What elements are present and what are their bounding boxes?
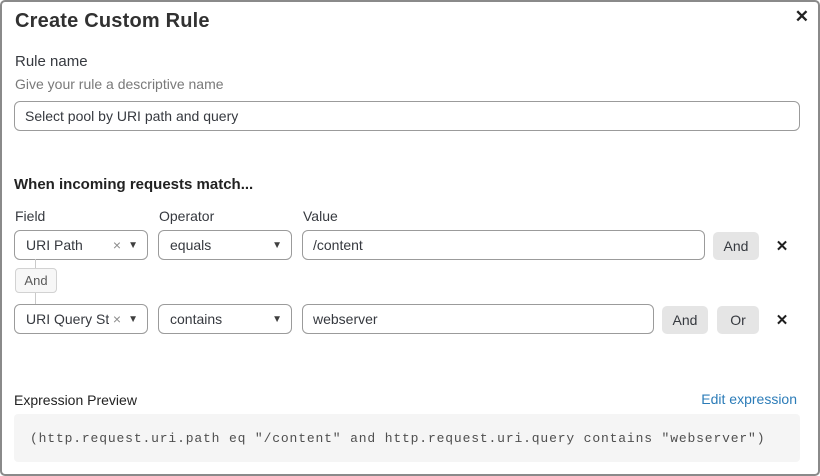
and-connector-chip[interactable]: And — [15, 268, 57, 293]
edit-expression-link[interactable]: Edit expression — [701, 391, 797, 407]
field-select-row2[interactable]: URI Query St... × ▼ — [14, 304, 148, 334]
delete-row1-icon[interactable]: ✕ — [775, 238, 789, 255]
operator-select-row1-value: equals — [170, 237, 212, 253]
chevron-down-icon: ▼ — [272, 239, 282, 251]
chevron-down-icon: ▼ — [272, 313, 282, 325]
chevron-down-icon: ▼ — [128, 239, 138, 251]
chevron-down-icon: ▼ — [128, 313, 138, 325]
dialog-title: Create Custom Rule — [15, 10, 210, 32]
close-icon[interactable]: ✕ — [794, 7, 809, 26]
operator-select-row2[interactable]: contains ▼ — [158, 304, 292, 334]
expression-preview-label: Expression Preview — [14, 392, 137, 408]
field-select-row1[interactable]: URI Path × ▼ — [14, 230, 148, 260]
rule-name-label: Rule name — [15, 53, 88, 70]
expression-code-block: (http.request.uri.path eq "/content" and… — [14, 414, 800, 462]
value-input-row2[interactable] — [302, 304, 654, 334]
field-select-row2-value: URI Query St... — [26, 311, 109, 327]
expression-code: (http.request.uri.path eq "/content" and… — [30, 430, 766, 446]
clear-selection-icon[interactable]: × — [112, 311, 122, 327]
value-column-label: Value — [303, 208, 338, 224]
clear-selection-icon[interactable]: × — [112, 237, 122, 253]
add-and-condition-button-row1[interactable]: And — [713, 232, 759, 260]
field-select-row1-value: URI Path — [26, 237, 83, 253]
operator-column-label: Operator — [159, 208, 215, 224]
match-section-heading: When incoming requests match... — [14, 176, 254, 193]
add-and-condition-button-row2[interactable]: And — [662, 306, 708, 334]
field-column-label: Field — [15, 208, 46, 224]
operator-select-row1[interactable]: equals ▼ — [158, 230, 292, 260]
rule-name-input[interactable] — [14, 101, 800, 131]
add-or-condition-button-row2[interactable]: Or — [717, 306, 759, 334]
value-input-row1[interactable] — [302, 230, 705, 260]
rule-name-helper-text: Give your rule a descriptive name — [15, 76, 224, 92]
delete-row2-icon[interactable]: ✕ — [775, 312, 789, 329]
operator-select-row2-value: contains — [170, 311, 223, 327]
